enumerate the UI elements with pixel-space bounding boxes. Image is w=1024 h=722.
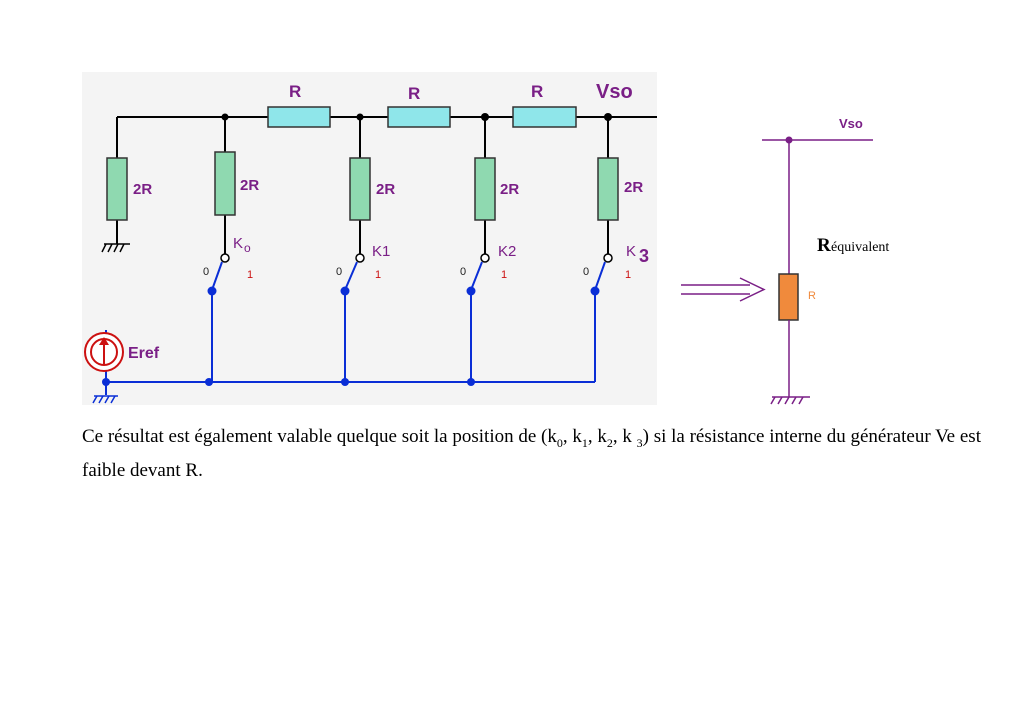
shunt-label-term: 2R <box>133 181 152 198</box>
series-resistors <box>267 106 577 128</box>
junction-dots <box>221 113 612 121</box>
caption-part-2: , k <box>562 426 582 447</box>
switch-k0: K o 0 1 <box>203 235 253 296</box>
caption-sub-2: 1 <box>581 435 588 450</box>
series-resistor-3 <box>512 106 577 128</box>
implies-arrow-icon <box>681 277 766 302</box>
caption-part-3: , k <box>587 426 607 447</box>
caption-sub-4: 3 <box>636 435 643 450</box>
series-resistor-1 <box>267 106 331 128</box>
switch-k3-pos1: 1 <box>625 269 631 281</box>
switch-k2: K2 0 1 <box>460 243 516 296</box>
ground-equivalent-icon <box>770 396 810 405</box>
shunt-resistor-3 <box>597 157 619 221</box>
switch-k2-pos0: 0 <box>460 266 466 278</box>
equivalent-title-initial: R <box>817 235 831 256</box>
switch-k2-pos1: 1 <box>501 269 507 281</box>
shunt-resistor-term <box>106 157 128 221</box>
shunt-label-0: 2R <box>240 177 259 194</box>
series-resistor-2 <box>387 106 451 128</box>
series-label-2: R <box>408 84 420 103</box>
switch-k3: K 3 0 1 <box>583 243 649 296</box>
shunt-resistor-1 <box>349 157 371 221</box>
source-label: Eref <box>128 345 160 362</box>
caption-sub-1: 0 <box>556 435 563 450</box>
caption-sub-3: 2 <box>606 435 613 450</box>
shunt-label-1: 2R <box>376 181 395 198</box>
switch-k1-name: K1 <box>372 243 390 260</box>
switch-k1-pos0: 0 <box>336 266 342 278</box>
ground-source-icon <box>92 395 118 404</box>
switch-k3-name: K <box>626 243 636 260</box>
switch-k0-pos0: 0 <box>203 266 209 278</box>
shunt-resistor-2 <box>474 157 496 221</box>
equivalent-output-label: Vso <box>839 116 863 131</box>
ground-left-icon <box>101 243 130 253</box>
shunt-label-2: 2R <box>500 181 519 198</box>
caption-part-1: Ce résultat est également valable quelqu… <box>82 426 557 447</box>
equivalent-circuit <box>762 136 873 405</box>
series-label-1: R <box>289 82 301 101</box>
equivalent-resistor <box>778 273 799 321</box>
output-label: Vso <box>596 81 633 103</box>
switch-k3-sub: 3 <box>639 246 649 266</box>
caption-part-4: , k <box>612 426 637 447</box>
switch-k1-pos1: 1 <box>375 269 381 281</box>
switch-k0-name: K <box>233 235 243 252</box>
shunt-resistor-0 <box>214 151 236 216</box>
shunt-resistors <box>106 151 619 221</box>
shunt-label-3: 2R <box>624 179 643 196</box>
switch-k3-pos0: 0 <box>583 266 589 278</box>
current-source-icon <box>84 332 124 372</box>
switch-k1: K1 0 1 <box>336 243 390 296</box>
series-label-3: R <box>531 82 543 101</box>
bus-dots <box>102 378 475 386</box>
equivalent-resistor-label: R <box>808 290 816 302</box>
caption-part-5: ) si la résistance interne du générateur… <box>82 426 981 481</box>
equivalent-title-rest: équivalent <box>831 240 889 255</box>
switch-k0-pos1: 1 <box>247 269 253 281</box>
switch-k0-sub: o <box>244 241 251 255</box>
switch-k2-name: K2 <box>498 243 516 260</box>
caption-text: Ce résultat est également valable quelqu… <box>82 423 982 485</box>
